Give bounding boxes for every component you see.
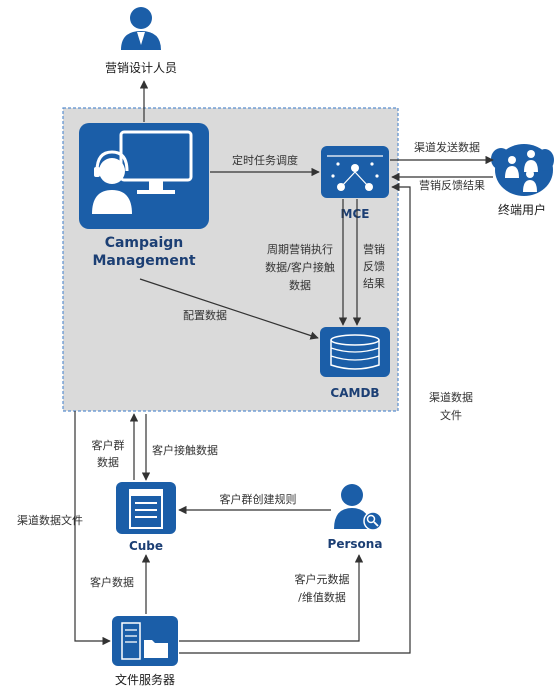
camdb-label: CAMDB [330, 386, 379, 400]
label-marketing-feedback-result: 营销反馈结果 [419, 178, 485, 192]
edge-cm-to-fileserver [74, 411, 111, 646]
edge-fileserver-to-mce [179, 182, 411, 654]
edge-cm-to-camdb [139, 278, 319, 340]
camdb-node: CAMDB [320, 327, 390, 400]
persona-label: Persona [328, 537, 383, 551]
label-periodic-exec-line2: 数据/客户接触 [265, 260, 335, 274]
campaign-management-label-line1: Campaign [105, 235, 184, 251]
user-group-icon [491, 144, 554, 196]
file-server-label: 文件服务器 [115, 672, 175, 687]
marketing-designer-label: 营销设计人员 [105, 61, 177, 75]
label-channel-data-file-right-line1: 渠道数据 [429, 390, 473, 404]
label-customer-group-data-line1: 客户群 [92, 438, 125, 452]
label-marketing-feedback-line1: 营销 [363, 242, 385, 256]
campaign-management-label-line2: Management [92, 253, 195, 269]
user-search-icon [334, 484, 383, 531]
label-periodic-exec-line1: 周期营销执行 [267, 242, 333, 256]
network-icon [327, 155, 383, 191]
label-channel-data-file-right-line2: 文件 [440, 408, 462, 422]
marketing-designer-node: 营销设计人员 [105, 7, 177, 75]
mce-node: MCE [321, 146, 389, 221]
cube-node: Cube [116, 482, 176, 553]
label-customer-group-rules: 客户群创建规则 [220, 492, 297, 506]
document-stack-icon [129, 489, 163, 529]
cube-label: Cube [129, 539, 163, 553]
label-marketing-feedback-line3: 结果 [363, 277, 385, 290]
monitor-headset-icon [92, 130, 193, 214]
edge-fileserver-to-persona [179, 554, 364, 642]
label-customer-group-data-line2: 数据 [97, 455, 119, 469]
label-marketing-feedback-line2: 反馈 [363, 260, 385, 273]
label-customer-data: 客户数据 [90, 575, 134, 589]
end-user-node: 终端用户 [491, 144, 554, 217]
label-customer-contact-data: 客户接触数据 [152, 443, 218, 457]
person-icon [121, 7, 161, 50]
end-user-label: 终端用户 [498, 202, 546, 217]
persona-node: Persona [328, 484, 383, 551]
label-customer-meta-data-line2: /维值数据 [298, 590, 346, 604]
label-channel-data-file-left: 渠道数据文件 [17, 513, 83, 527]
campaign-management-node: Campaign Management [79, 123, 209, 269]
label-scheduled-task: 定时任务调度 [232, 153, 298, 167]
label-config-data: 配置数据 [183, 308, 227, 322]
label-channel-send-data: 渠道发送数据 [414, 140, 480, 154]
database-icon [330, 334, 380, 370]
label-periodic-exec-line3: 数据 [289, 278, 311, 292]
file-server-node: 文件服务器 [112, 616, 178, 687]
label-customer-meta-data-line1: 客户元数据 [295, 572, 350, 586]
server-folder-icon [121, 622, 168, 660]
mce-label: MCE [341, 207, 370, 221]
